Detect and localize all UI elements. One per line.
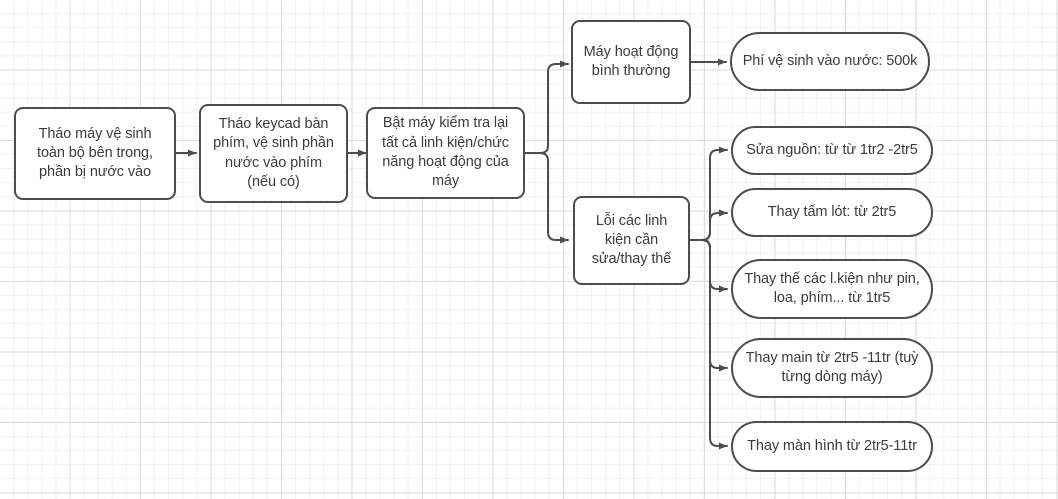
node-outcome-cleaning-fee[interactable]: Phí vệ sinh vào nước: 500k	[730, 32, 930, 91]
node-outcome-mainboard-label: Thay main từ 2tr5 -11tr (tuỳ từng dòng m…	[745, 349, 919, 385]
edge-branch-error-outcome-1	[690, 146, 728, 241]
node-outcome-pad-replacement[interactable]: Thay tấm lót: từ 2tr5	[731, 188, 933, 237]
node-outcome-component-replacement-label: Thay thế các l.kiện như pin, loa, phím..…	[744, 270, 920, 306]
edge-step3-branch-ok	[524, 60, 569, 154]
edge-step3-branch-error	[524, 152, 569, 244]
node-branch-error-label: Lỗi các linh kiện cần sửa/thay thế	[591, 212, 672, 268]
node-outcome-component-replacement[interactable]: Thay thế các l.kiện như pin, loa, phím..…	[731, 259, 933, 319]
node-outcome-cleaning-fee-label: Phí vệ sinh vào nước: 500k	[742, 52, 918, 69]
edge-branch-error-outcome-4	[690, 239, 728, 372]
node-step-2-label: Tháo keycad bàn phím, vệ sinh phần nước …	[213, 115, 334, 190]
node-step-2[interactable]: Tháo keycad bàn phím, vệ sinh phần nước …	[199, 104, 348, 203]
node-branch-normal[interactable]: Máy hoạt động bình thường	[571, 20, 691, 104]
node-step-1-label: Tháo máy vệ sinh toàn bộ bên trong, phần…	[37, 125, 153, 181]
node-branch-error[interactable]: Lỗi các linh kiện cần sửa/thay thế	[573, 196, 690, 285]
node-branch-normal-label: Máy hoạt động bình thường	[583, 43, 679, 79]
node-outcome-pad-replacement-label: Thay tấm lót: từ 2tr5	[767, 203, 897, 220]
node-outcome-screen[interactable]: Thay màn hình từ 2tr5-11tr	[731, 421, 933, 472]
node-step-1[interactable]: Tháo máy vệ sinh toàn bộ bên trong, phần…	[14, 107, 176, 200]
node-outcome-power-repair-label: Sửa nguồn: từ từ 1tr2 -2tr5	[746, 141, 918, 158]
node-step-3[interactable]: Bật máy kiểm tra lại tất cả linh kiện/ch…	[366, 107, 525, 199]
edge-branch-error-outcome-2	[690, 209, 728, 241]
edge-branch-error-outcome-3	[690, 239, 728, 293]
node-outcome-screen-label: Thay màn hình từ 2tr5-11tr	[747, 437, 917, 454]
node-outcome-power-repair[interactable]: Sửa nguồn: từ từ 1tr2 -2tr5	[731, 126, 933, 175]
node-outcome-mainboard[interactable]: Thay main từ 2tr5 -11tr (tuỳ từng dòng m…	[731, 338, 933, 398]
edge-branch-error-outcome-5	[690, 239, 728, 450]
node-step-3-label: Bật máy kiểm tra lại tất cả linh kiện/ch…	[382, 115, 509, 190]
